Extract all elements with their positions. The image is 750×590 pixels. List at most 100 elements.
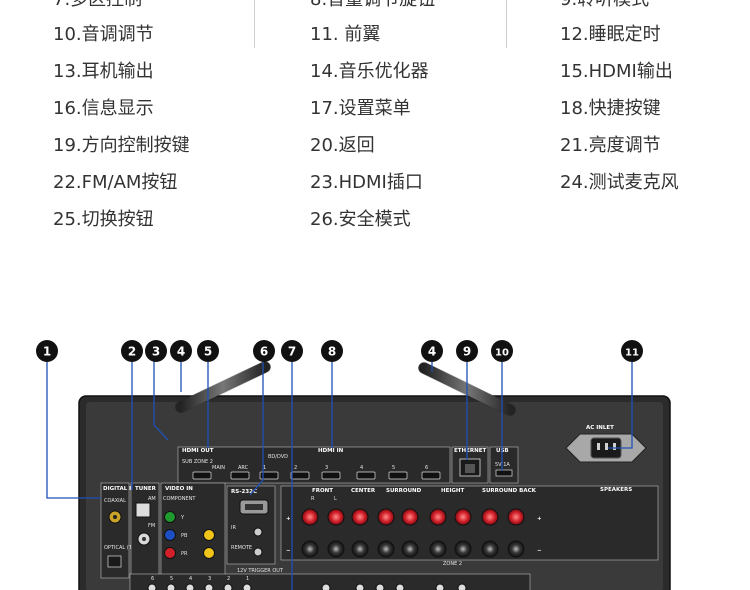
rear-panel-diagram: HDMI OUT HDMI IN BD/DVD SUB ZONE 2 MAIN … [36,340,671,590]
control-block [226,485,276,565]
legend-item: 19.方向控制按键 [53,135,190,156]
ac-inlet-label: AC INLET [586,425,614,431]
hdmi-in-label: HDMI IN [318,448,344,454]
wifi-antenna-left [175,361,271,413]
legend-item: 9.聆听模式 [560,0,649,11]
hdmi-out-label: HDMI OUT [182,448,214,454]
bottom-jacks[interactable] [147,583,467,590]
legend-item: 25.切换按钮 [53,209,154,230]
speaker-group-label: FRONT [312,488,333,494]
component-pr-jack[interactable] [164,547,176,559]
legend-item: 14.音乐优化器 [310,61,429,82]
bottom-number: 6 [151,576,154,582]
main-label: MAIN [212,465,225,471]
legend-item: 7.多区控制 [53,0,142,11]
bottom-number: 4 [189,576,192,582]
digital-in-label: DIGITAL IN [103,486,136,492]
plus-label: + [537,516,542,522]
legend-item: 23.HDMI插口 [310,172,423,193]
composite-jack-1[interactable] [203,529,215,541]
legend-item: 21.亮度调节 [560,135,661,156]
speaker-r-label: R [311,496,315,502]
legend-item: 26.安全模式 [310,209,411,230]
bottom-number: 5 [170,576,173,582]
column-divider [506,0,507,48]
am-terminal[interactable] [135,502,151,518]
video-in-label: VIDEO IN [165,486,193,492]
legend-item: 11. 前翼 [310,24,381,45]
hdmi-port-number: 5 [392,465,395,471]
minus-label: − [537,548,542,554]
ac-pin [613,443,616,450]
coaxial-label: COAXIAL [104,498,126,504]
hdmi-port-number: 2 [294,465,297,471]
legend-item: 24.测试麦克风 [560,172,679,193]
usb-rating: 5V 1A [495,462,510,468]
callout-number: 6 [260,345,268,359]
speaker-group-label: HEIGHT [441,488,465,494]
trigger-label: 12V TRIGGER OUT [237,568,284,574]
legend-item: 10.音调调节 [53,24,154,45]
speaker-group-label: SURROUND BACK [482,488,537,494]
zone-label: SUB ZONE 2 [182,459,213,465]
speaker-terminals-negative[interactable] [301,540,525,558]
optical-label: OPTICAL (TV) [104,545,137,551]
legend-item: 17.设置菜单 [310,98,411,119]
hdmi-port-number: 6 [425,465,428,471]
column-divider [254,0,255,48]
composite-jack-2[interactable] [203,547,215,559]
plus-label: + [286,516,291,522]
y-label: Y [180,515,185,521]
fm-jack-center [142,537,146,541]
callout-number: 8 [328,345,336,359]
speakers-label: SPEAKERS [600,487,632,493]
callout-number: 3 [152,345,160,359]
callout-number: 4 [177,345,185,359]
hdmi-in-sub: BD/DVD [268,454,288,460]
speaker-l-label: L [334,496,337,502]
callout-number: 1 [43,345,51,359]
feature-legend: 7.多区控制 8.音量调节旋钮 9.聆听模式 10.音调调节 11. 前翼 12… [0,0,750,250]
ethernet-port-inner [465,464,475,473]
fm-label: FM [148,523,155,529]
legend-item: 22.FM/AM按钮 [53,172,178,193]
legend-item: 16.信息显示 [53,98,154,119]
callout-number: 10 [495,348,509,359]
rs232-port-inner [245,504,263,510]
bottom-number: 3 [208,576,211,582]
legend-item: 15.HDMI输出 [560,61,673,82]
hdmi-in-ports[interactable] [259,471,441,480]
bottom-number: 1 [246,576,249,582]
hdmi-out-ports[interactable] [192,471,250,480]
usb-port[interactable] [495,469,513,477]
callout-number: 9 [463,345,471,359]
hdmi-port-number: 4 [360,465,363,471]
legend-item: 12.睡眠定时 [560,24,661,45]
rs232-label: RS-232C [231,489,257,495]
ethernet-block [451,446,489,484]
legend-item: 13.耳机输出 [53,61,154,82]
hdmi-port-number: 3 [325,465,328,471]
callout-number: 7 [288,345,296,359]
ir-label: IR [231,525,236,531]
zone2-label: ZONE 2 [443,561,462,567]
callouts: 1 2 3 4 5 6 7 8 4 9 10 11 [36,340,643,362]
bottom-number: 2 [227,576,230,582]
remote-jack[interactable] [253,547,263,557]
ethernet-label: ETHERNET [454,448,486,454]
component-y-jack[interactable] [164,511,176,523]
legend-item: 18.快捷按键 [560,98,661,119]
pr-label: PR [181,551,188,557]
callout-number: 2 [128,345,136,359]
remote-label: REMOTE [231,545,252,551]
speaker-terminals-positive[interactable] [301,508,525,526]
callout-leader-lines [46,361,633,590]
hdmi-port-number: 1 [263,465,266,471]
optical-port[interactable] [107,555,122,568]
component-pb-jack[interactable] [164,529,176,541]
pb-label: PB [181,533,188,539]
arc-label: ARC [238,465,249,471]
ir-jack[interactable] [253,527,263,537]
callout-number: 4 [428,345,436,359]
coaxial-jack-center [113,515,117,519]
